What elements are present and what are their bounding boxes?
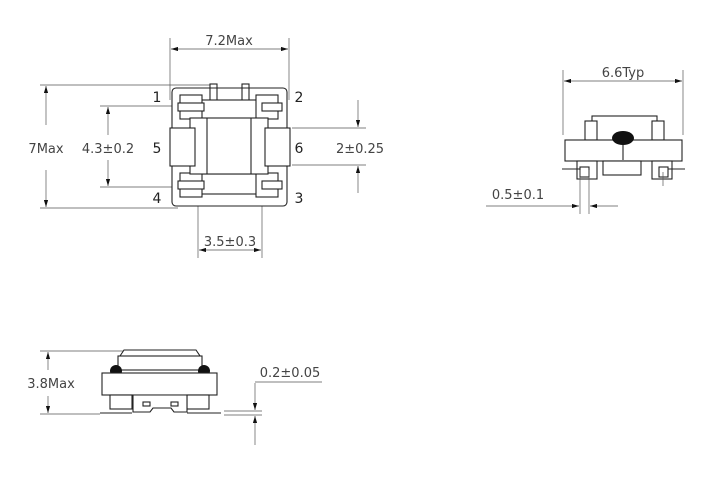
width-label: 7.2Max — [205, 34, 253, 49]
end-view: 6.6Typ 0.5±0.1 — [486, 66, 685, 214]
center-pad-label: 2±0.25 — [336, 142, 384, 157]
pin-5-label: 5 — [153, 141, 162, 157]
height-label: 7Max — [28, 142, 63, 157]
pin-6-label: 6 — [295, 141, 304, 157]
pin-pitch-vertical-label: 4.3±0.2 — [82, 142, 134, 157]
pin-pitch-horizontal-label: 3.5±0.3 — [204, 235, 256, 250]
pad-6 — [264, 127, 291, 167]
coplanarity-label: 0.2±0.05 — [260, 366, 321, 381]
height-max-label: 3.8Max — [27, 377, 75, 392]
top-view: 7.2Max 7Max 4.3±0.2 2±0.25 3.5±0.3 1 2 — [28, 34, 384, 258]
pin-1-label: 1 — [153, 90, 162, 106]
end-width-label: 6.6Typ — [602, 66, 645, 81]
pin-4-label: 4 — [153, 191, 162, 207]
pin-2-label: 2 — [295, 90, 304, 106]
pin-3-label: 3 — [295, 191, 304, 207]
pad-5 — [169, 127, 196, 167]
glue-dot — [612, 131, 634, 145]
lead-width-label: 0.5±0.1 — [492, 188, 544, 203]
side-view: 3.8Max 0.2±0.05 — [27, 349, 322, 445]
